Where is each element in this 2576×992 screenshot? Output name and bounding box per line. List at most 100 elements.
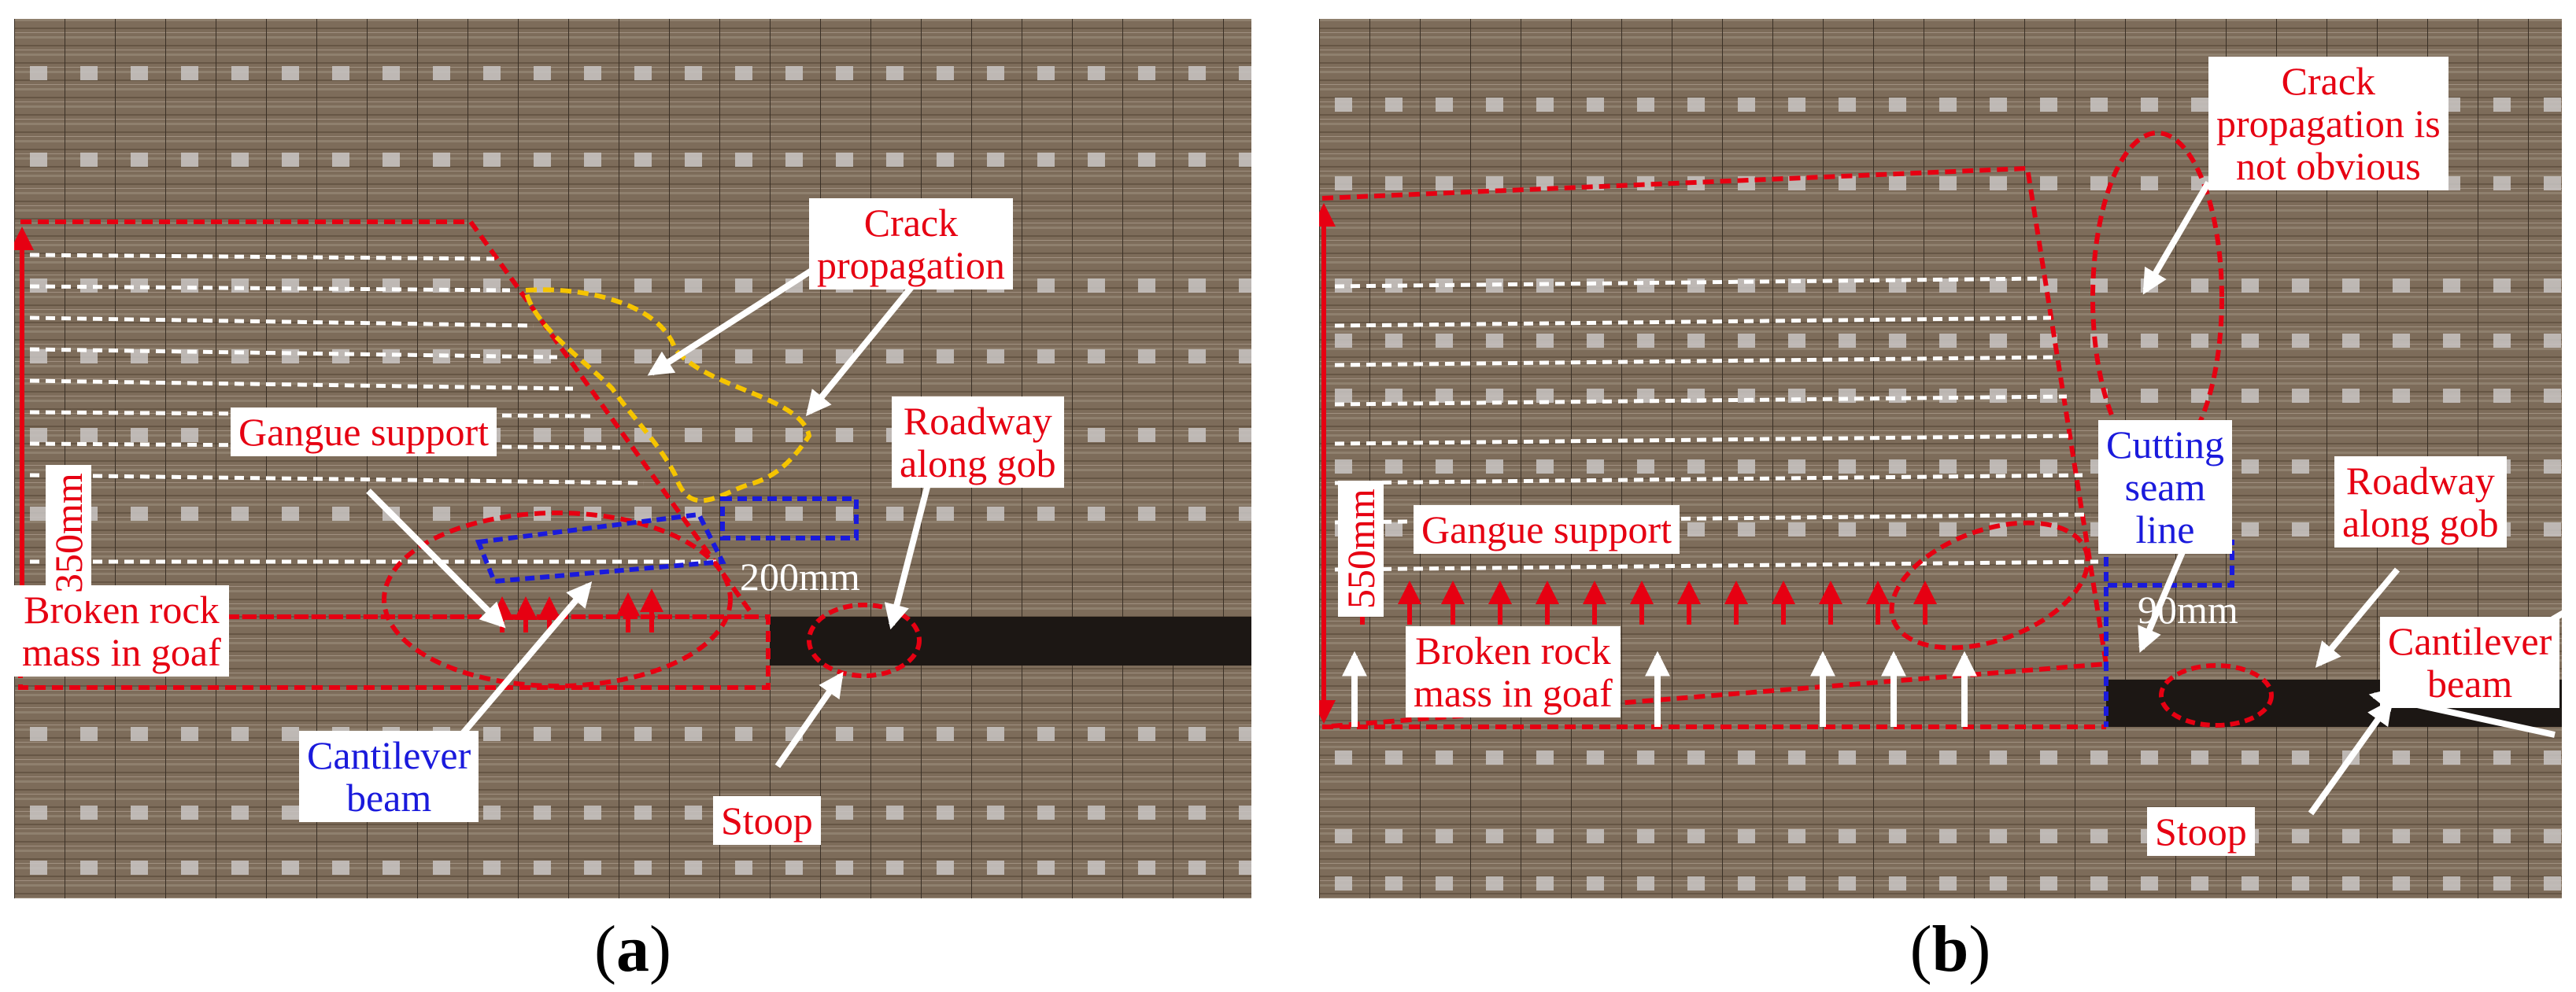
marker-dot	[282, 66, 299, 80]
marker-dot	[2292, 459, 2309, 474]
marker-dot	[886, 727, 904, 741]
marker-dot	[735, 861, 752, 875]
marker-dot	[1138, 349, 1155, 363]
marker-dot	[1188, 727, 1206, 741]
marker-dot	[1385, 176, 1403, 190]
marker-dot	[1788, 334, 1805, 348]
marker-dot	[937, 349, 954, 363]
marker-dot	[30, 153, 47, 167]
marker-dot	[886, 349, 904, 363]
marker-dot	[1637, 278, 1654, 293]
marker-dot	[1536, 334, 1554, 348]
marker-dot	[2443, 829, 2460, 843]
marker-dot	[2292, 876, 2309, 891]
marker-dot	[231, 861, 249, 875]
marker-dot	[181, 507, 198, 521]
marker-dot	[2242, 389, 2259, 403]
marker-dot	[1436, 750, 1453, 765]
marker-dot	[1385, 876, 1403, 891]
marker-dot	[483, 861, 501, 875]
marker-dot	[1088, 278, 1105, 293]
marker-dot	[1738, 522, 1755, 537]
marker-dot	[937, 153, 954, 167]
marker-dot	[332, 507, 349, 521]
marker-dot	[2544, 278, 2561, 293]
marker-dot	[2242, 334, 2259, 348]
marker-dot	[30, 727, 47, 741]
marker-dot	[886, 806, 904, 820]
marker-dot	[1889, 176, 1906, 190]
crack-region	[523, 287, 812, 503]
marker-dot	[634, 727, 652, 741]
marker-dot	[1188, 428, 1206, 442]
marker-dot	[1385, 334, 1403, 348]
marker-dot	[1335, 98, 1352, 112]
marker-dot	[181, 428, 198, 442]
marker-dot	[584, 428, 601, 442]
marker-dot	[131, 428, 148, 442]
marker-dot	[1788, 829, 1805, 843]
label-roadway-along-gob: Roadway along gob	[2334, 456, 2507, 548]
marker-dot	[2393, 334, 2410, 348]
marker-dot	[1239, 349, 1251, 363]
marker-dot	[1037, 66, 1055, 80]
label-cantilever-beam: Cantilever beam	[2380, 617, 2560, 708]
marker-dot	[2141, 876, 2158, 891]
marker-dot	[2191, 876, 2208, 891]
marker-dot	[30, 861, 47, 875]
marker-dot	[2141, 334, 2158, 348]
marker-dot	[1486, 876, 1503, 891]
marker-dot	[1687, 750, 1705, 765]
marker-dot	[634, 349, 652, 363]
marker-dot	[1436, 389, 1453, 403]
marker-dot	[937, 861, 954, 875]
marker-dot	[2040, 750, 2057, 765]
marker-dot	[2242, 750, 2259, 765]
marker-dot	[685, 428, 702, 442]
marker-dot	[785, 153, 803, 167]
marker-dot	[2493, 278, 2511, 293]
marker-dot	[2292, 522, 2309, 537]
marker-dot	[1738, 750, 1755, 765]
marker-dot	[282, 278, 299, 293]
caption-b: (b)	[1909, 913, 1991, 986]
marker-dot	[1839, 459, 1856, 474]
marker-dot	[836, 153, 853, 167]
marker-dot	[231, 806, 249, 820]
marker-dot	[1385, 278, 1403, 293]
marker-dot	[2443, 278, 2460, 293]
marker-dot	[1138, 428, 1155, 442]
marker-dot	[2292, 829, 2309, 843]
marker-dot	[1839, 876, 1856, 891]
marker-dot	[836, 507, 853, 521]
marker-dot	[1037, 153, 1055, 167]
marker-dot	[1889, 459, 1906, 474]
marker-dot	[1335, 876, 1352, 891]
cantilever-ellipse	[1889, 520, 2090, 651]
marker-dot	[2493, 176, 2511, 190]
marker-dot	[1738, 98, 1755, 112]
marker-dot	[1788, 522, 1805, 537]
marker-dot	[2443, 334, 2460, 348]
marker-dot	[30, 428, 47, 442]
label-cutting-seam-line: Cutting seam line	[2098, 420, 2233, 554]
marker-dot	[1088, 806, 1105, 820]
marker-dot	[1536, 389, 1554, 403]
marker-dot	[2443, 389, 2460, 403]
marker-dot	[1939, 176, 1957, 190]
marker-dot	[685, 861, 702, 875]
roadway-ellipse	[2159, 663, 2274, 728]
marker-dot	[282, 153, 299, 167]
marker-dot	[231, 727, 249, 741]
marker-dot	[1990, 176, 2007, 190]
marker-dot	[1788, 459, 1805, 474]
marker-dot	[2393, 278, 2410, 293]
marker-dot	[1637, 98, 1654, 112]
marker-dot	[383, 153, 400, 167]
marker-dot	[1486, 750, 1503, 765]
marker-dot	[1587, 876, 1604, 891]
marker-dot	[2544, 459, 2561, 474]
marker-dot	[433, 507, 450, 521]
marker-dot	[937, 727, 954, 741]
marker-dot	[282, 727, 299, 741]
